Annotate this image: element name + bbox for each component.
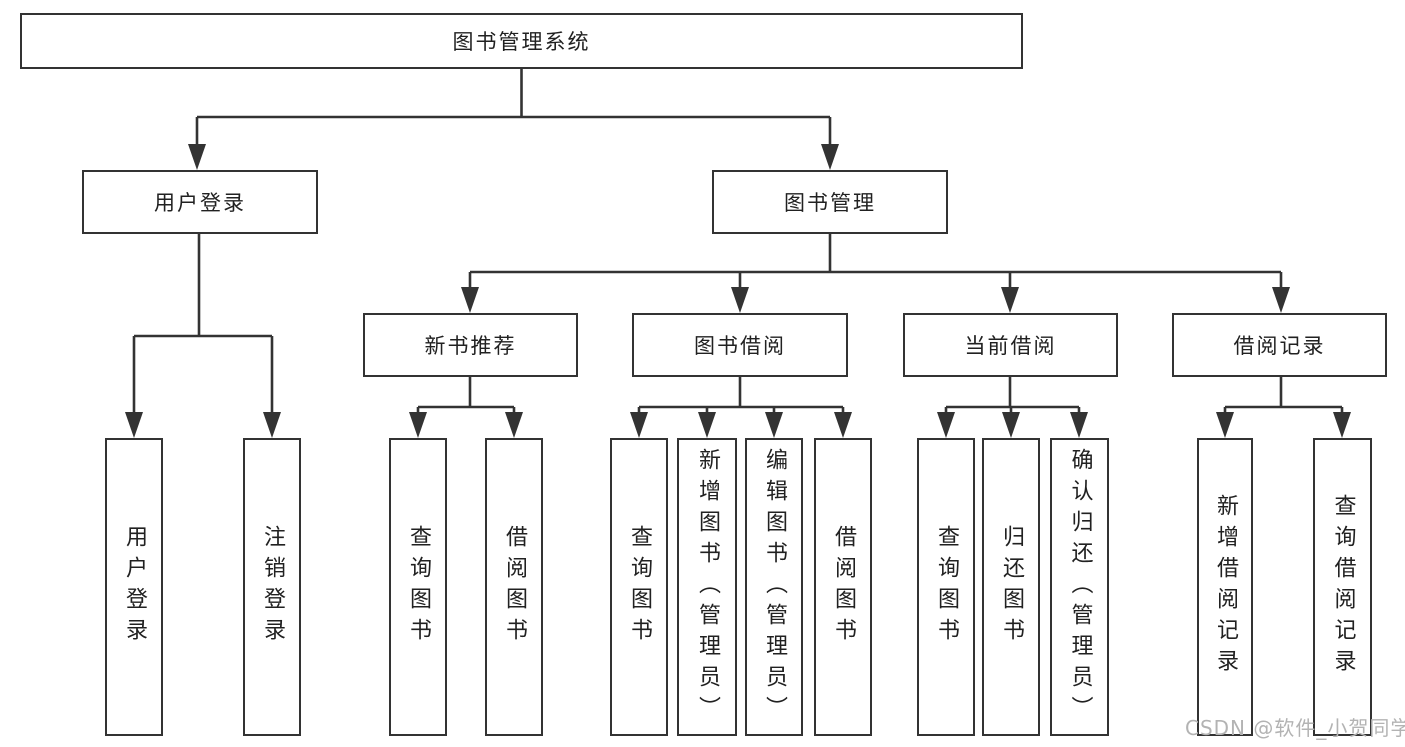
leaf-borrow-books-2-label: 借阅图书 bbox=[831, 525, 856, 649]
leaf-edit-books-admin-label: 编辑图书（管理员） bbox=[762, 447, 787, 727]
connector-current-borrow-branch bbox=[937, 377, 1088, 438]
leaf-return-books: 归还图书 bbox=[982, 438, 1040, 736]
connector-book-management-branch bbox=[461, 234, 1290, 313]
connector-borrow-records-branch bbox=[1216, 377, 1351, 438]
leaf-user-login-label: 用户登录 bbox=[122, 525, 147, 649]
node-book-management: 图书管理 bbox=[712, 170, 948, 234]
leaf-search-books-1-label: 查询图书 bbox=[406, 525, 431, 649]
leaf-user-login: 用户登录 bbox=[105, 438, 163, 736]
node-new-book-recommend-label: 新书推荐 bbox=[424, 334, 517, 358]
connector-user-login-branch bbox=[125, 234, 281, 438]
leaf-search-books-1: 查询图书 bbox=[389, 438, 447, 736]
leaf-borrow-books-1-label: 借阅图书 bbox=[502, 525, 527, 649]
leaf-return-books-label: 归还图书 bbox=[999, 525, 1024, 649]
leaf-add-books-admin-label: 新增图书（管理员） bbox=[695, 447, 720, 727]
node-book-borrow: 图书借阅 bbox=[632, 313, 848, 377]
leaf-search-books-2: 查询图书 bbox=[610, 438, 668, 736]
leaf-edit-books-admin: 编辑图书（管理员） bbox=[745, 438, 803, 736]
node-borrow-records-label: 借阅记录 bbox=[1233, 334, 1326, 358]
node-current-borrow-label: 当前借阅 bbox=[964, 334, 1057, 358]
node-borrow-records: 借阅记录 bbox=[1172, 313, 1387, 377]
leaf-confirm-return-admin: 确认归还（管理员） bbox=[1050, 438, 1109, 736]
watermark: CSDN @软件_小贺同学 bbox=[1185, 716, 1405, 740]
leaf-logout: 注销登录 bbox=[243, 438, 301, 736]
leaf-add-borrow-record-label: 新增借阅记录 bbox=[1213, 494, 1238, 680]
node-user-login-label: 用户登录 bbox=[154, 191, 246, 215]
leaf-search-borrow-record-label: 查询借阅记录 bbox=[1330, 494, 1356, 680]
node-library-system: 图书管理系统 bbox=[20, 13, 1023, 69]
leaf-search-books-3: 查询图书 bbox=[917, 438, 975, 736]
node-current-borrow: 当前借阅 bbox=[903, 313, 1118, 377]
leaf-search-books-3-label: 查询图书 bbox=[934, 525, 959, 649]
leaf-borrow-books-2: 借阅图书 bbox=[814, 438, 872, 736]
connector-root-to-level2 bbox=[188, 69, 839, 170]
node-user-login: 用户登录 bbox=[82, 170, 318, 234]
node-library-system-label: 图书管理系统 bbox=[452, 30, 591, 54]
leaf-search-borrow-record: 查询借阅记录 bbox=[1313, 438, 1372, 736]
leaf-search-books-2-label: 查询图书 bbox=[627, 525, 652, 649]
connector-new-book-branch bbox=[409, 377, 523, 438]
node-new-book-recommend: 新书推荐 bbox=[363, 313, 578, 377]
leaf-confirm-return-admin-label: 确认归还（管理员） bbox=[1067, 447, 1093, 727]
leaf-add-books-admin: 新增图书（管理员） bbox=[677, 438, 737, 736]
leaf-add-borrow-record: 新增借阅记录 bbox=[1197, 438, 1253, 736]
node-book-borrow-label: 图书借阅 bbox=[694, 334, 786, 358]
node-book-management-label: 图书管理 bbox=[784, 191, 876, 215]
leaf-logout-label: 注销登录 bbox=[260, 525, 285, 649]
connector-book-borrow-branch bbox=[630, 377, 852, 438]
leaf-borrow-books-1: 借阅图书 bbox=[485, 438, 543, 736]
